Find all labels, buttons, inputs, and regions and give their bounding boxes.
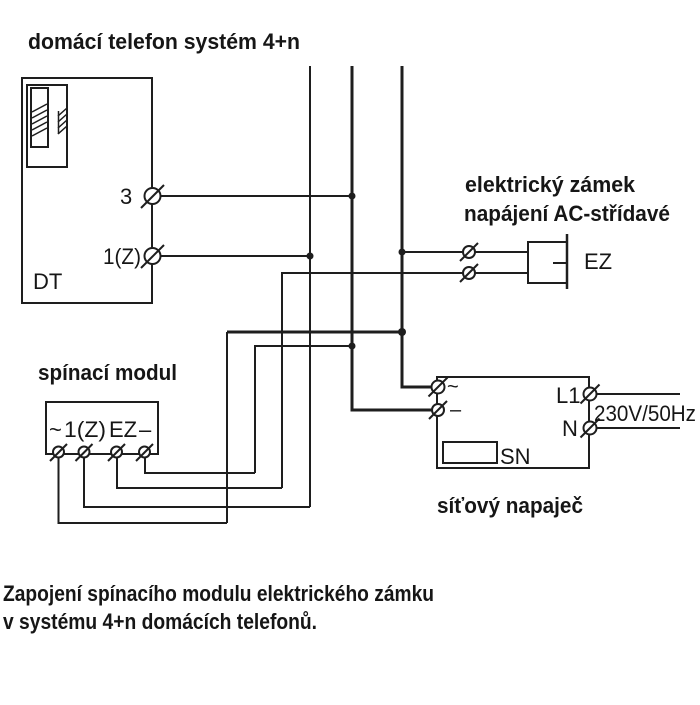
handset-body-rect [30, 87, 49, 148]
wire-module-terminal3-drop [116, 452, 282, 489]
power-supply-indicator-rect [442, 441, 498, 464]
junction-dot [348, 192, 356, 200]
wire-bus-minus-to-psu [350, 66, 438, 412]
terminal-icon-psu-n [579, 417, 601, 439]
terminal-icon-dt-3 [140, 184, 165, 209]
terminal-icon-psu-l1 [579, 383, 601, 405]
junction-dot [398, 328, 406, 336]
handset-hatch-line [31, 109, 48, 119]
switch-module-title: spínací modul [38, 360, 177, 385]
handset-hook-hatch [57, 125, 68, 135]
handset-hatch-line [31, 127, 48, 137]
wire-module-terminal1-drop [57, 452, 227, 524]
handset-hatch-line [31, 121, 48, 131]
lock-body-rect [527, 241, 568, 284]
terminal-icon-lock-a [459, 242, 479, 262]
lock-label: EZ [584, 249, 612, 274]
door-phone-label: DT [33, 269, 62, 294]
psu-n-label: N [562, 416, 578, 441]
caption-line1: Zapojení spínacího modulu elektrického z… [3, 581, 434, 606]
terminal-icon-lock-b [459, 263, 479, 283]
terminal-icon-module-minus [135, 443, 154, 462]
module-terminal-ac-label: ~ [49, 417, 62, 442]
power-supply-box [436, 376, 590, 469]
handset-hatch-line [31, 103, 48, 113]
psu-input-ac-label: ~ [447, 376, 459, 398]
lock-title-line2: napájení AC-střídavé [464, 201, 670, 226]
caption-line2: v systému 4+n domácích telefonů. [3, 609, 317, 634]
terminal-icon-psu-minus [428, 400, 448, 420]
terminal-icon-module-ac [49, 443, 68, 462]
dt-terminal-3-label: 3 [120, 184, 132, 209]
handset-hook-hatch [57, 119, 68, 129]
wire-lock-feed-b [281, 272, 528, 488]
power-supply-title: síťový napaječ [437, 493, 583, 518]
wire-module-terminal4-drop [144, 452, 255, 474]
wire-bus-ac-to-psu [400, 66, 438, 389]
psu-l1-label: L1 [556, 383, 580, 408]
system-title: domácí telefon systém 4+n [28, 29, 300, 54]
module-terminal-1z-label: 1(Z) [64, 417, 106, 442]
junction-dot [398, 248, 406, 256]
wire-module-minus-riser [254, 345, 352, 473]
psu-indicator-label: SN [500, 444, 531, 469]
handset-icon [26, 84, 68, 168]
terminal-icon-dt-1z [140, 244, 165, 269]
psu-input-minus-label: – [450, 399, 462, 421]
junction-dot [306, 252, 314, 260]
module-terminal-minus-label: – [139, 417, 152, 442]
dt-terminal-1z-label: 1(Z) [103, 244, 141, 269]
junction-dot [348, 342, 356, 350]
psu-mains-rating: 230V/50Hz [594, 401, 696, 426]
terminal-icon-module-ez [107, 443, 126, 462]
lock-title-line1: elektrický zámek [465, 172, 636, 197]
terminal-icon-psu-ac [427, 376, 449, 398]
terminal-icon-module-1z [74, 443, 94, 462]
wire-module-terminal2-drop [83, 452, 310, 508]
handset-hook-hatch [57, 113, 68, 123]
electric-lock-symbol [527, 234, 569, 289]
handset-hook-hatch [57, 107, 68, 117]
handset-hatch-line [31, 115, 48, 125]
door-phone-box [21, 77, 153, 304]
module-terminal-ez-label: EZ [109, 417, 137, 442]
